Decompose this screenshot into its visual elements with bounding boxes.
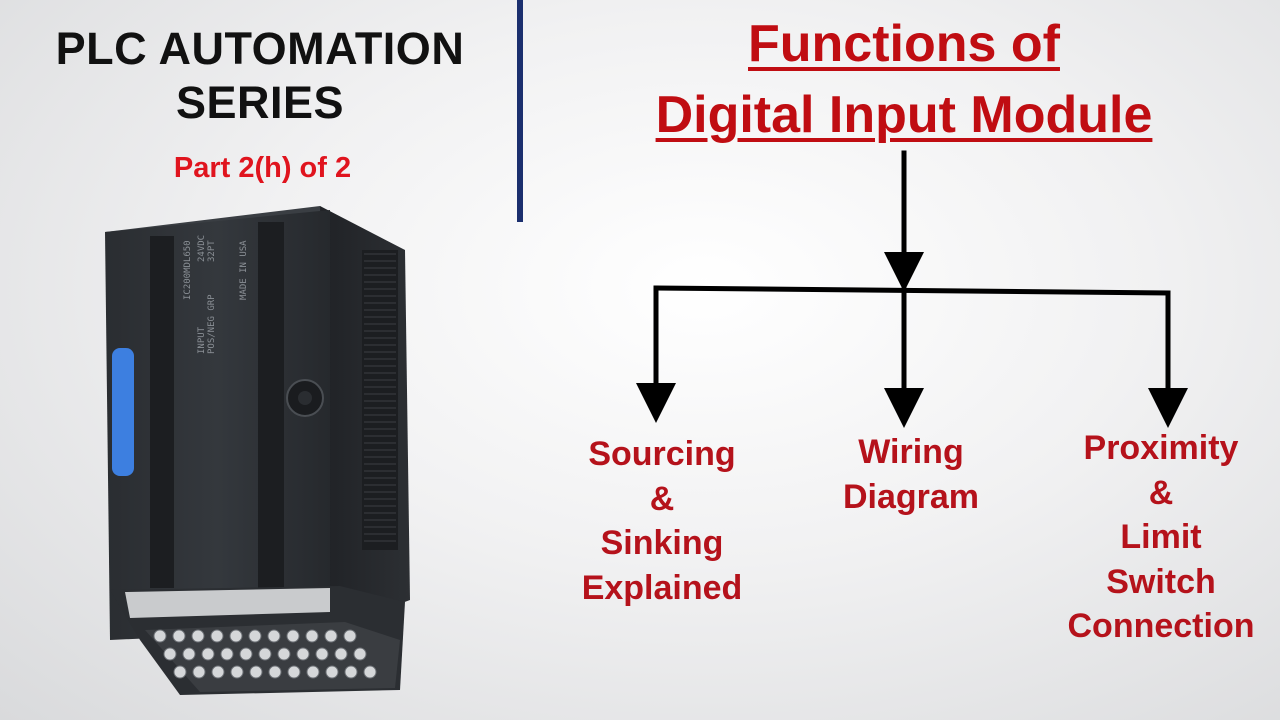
part-label: Part 2(h) of 2 xyxy=(173,152,352,184)
main-title-line2: Digital Input Module xyxy=(655,86,1153,144)
led-window xyxy=(112,348,134,476)
vent-grid xyxy=(362,250,398,550)
points-marking: 32PT xyxy=(207,240,217,262)
branch-label-line: Wiring xyxy=(858,433,964,471)
branch-label-line: & xyxy=(1148,473,1174,512)
branch-label-line: Proximity xyxy=(1083,429,1239,467)
voltage-marking: 24VDC xyxy=(197,235,207,262)
model-marking: IC200MDL650 xyxy=(183,240,193,300)
series-title-line2: SERIES xyxy=(175,77,345,128)
main-title-line1: Functions of xyxy=(748,15,1060,73)
plc-input-module-image: IC200MDL650 24VDC 32PT INPUT POS/NEG GRP… xyxy=(105,206,410,695)
type-marking: INPUT xyxy=(197,326,207,354)
branch-label-line: & xyxy=(649,479,675,518)
branch-label-line: Limit xyxy=(1120,518,1202,556)
vertical-divider xyxy=(517,0,523,222)
branch-label-line: Diagram xyxy=(842,477,980,516)
series-title: PLC AUTOMATION SERIES xyxy=(0,22,520,130)
branch-label-line: Sinking xyxy=(600,524,724,562)
main-title: Functions of Digital Input Module xyxy=(540,12,1268,148)
branch-label-wiring-diagram: Wiring Diagram xyxy=(811,430,1011,519)
branch-label-line: Connection xyxy=(1067,607,1255,645)
branch-label-line: Switch xyxy=(1106,562,1216,601)
series-title-line1: PLC AUTOMATION xyxy=(55,23,465,74)
branch-label-proximity-limit-switch: Proximity & Limit Switch Connection xyxy=(1046,426,1276,649)
branch-label-sourcing-sinking: Sourcing & Sinking Explained xyxy=(552,432,772,610)
branch-label-line: Sourcing xyxy=(588,435,736,473)
horizontal-bar xyxy=(653,285,1171,296)
branch-label-line: Explained xyxy=(581,568,743,607)
grp-marking: POS/NEG GRP xyxy=(207,294,217,354)
origin-marking: MADE IN USA xyxy=(239,240,249,300)
